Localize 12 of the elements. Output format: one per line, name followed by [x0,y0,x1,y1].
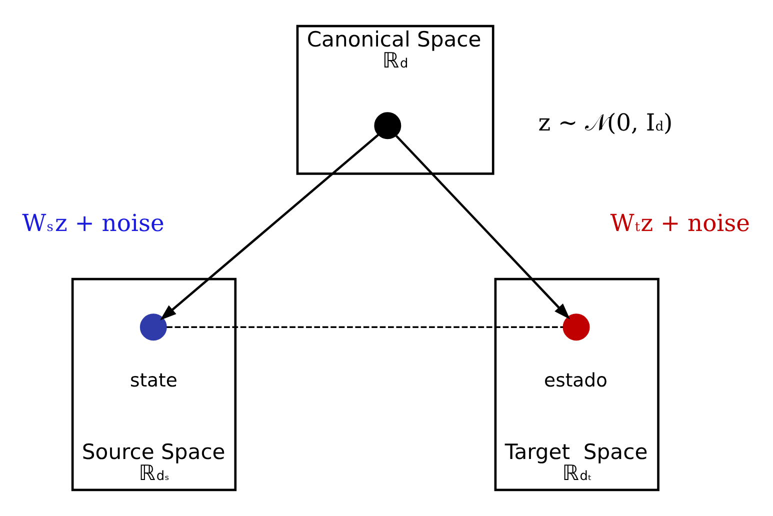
cluster: Canonical Space ℝd [296,24,494,175]
arrow [160,134,379,320]
node-label: estado [544,370,608,392]
arrow [395,135,570,320]
label: Wtz + noise [610,209,750,238]
node-label: state [130,370,178,392]
node-circle [562,314,590,341]
connector [166,326,564,328]
label: z ∼ 𝒩(0, Id) [538,108,673,136]
label: Wsz + noise [22,209,164,238]
node-circle [374,112,402,140]
node-circle [140,314,167,341]
